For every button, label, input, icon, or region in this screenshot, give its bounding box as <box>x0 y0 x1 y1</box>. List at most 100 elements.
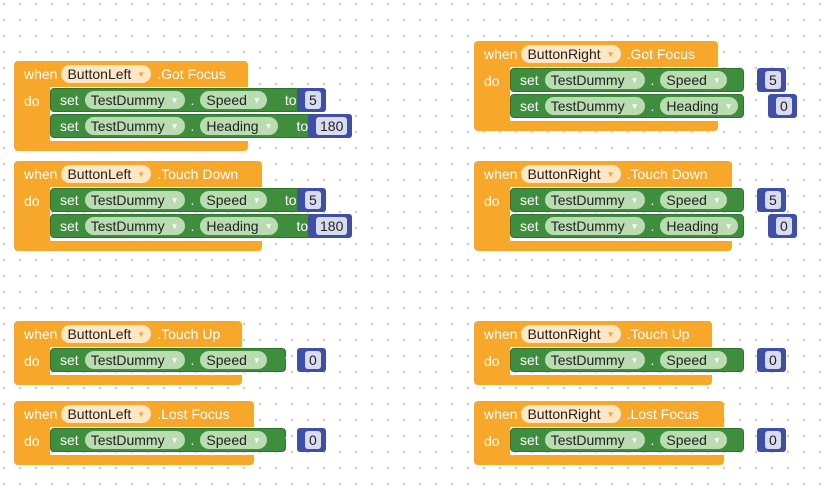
number-field[interactable]: 0 <box>776 217 792 235</box>
target-dropdown[interactable]: TestDummy▼ <box>84 431 185 449</box>
number-field[interactable]: 5 <box>305 191 321 209</box>
number-block[interactable]: 0 <box>757 348 786 372</box>
number-field[interactable]: 0 <box>305 351 321 369</box>
property-dropdown[interactable]: Heading▼ <box>200 217 279 235</box>
property-dropdown[interactable]: Speed▼ <box>200 431 267 449</box>
target-dropdown[interactable]: TestDummy▼ <box>544 71 645 89</box>
target-dropdown[interactable]: TestDummy▼ <box>544 97 645 115</box>
property-dropdown[interactable]: Speed▼ <box>660 351 727 369</box>
property-dropdown[interactable]: Speed▼ <box>200 91 267 109</box>
number-field[interactable]: 180 <box>316 117 348 135</box>
number-field[interactable]: 0 <box>305 431 321 449</box>
number-block[interactable]: 5 <box>757 68 786 92</box>
grid-mark <box>434 18 438 22</box>
component-dropdown[interactable]: ButtonRight▼ <box>521 325 621 343</box>
property-dropdown[interactable]: Speed▼ <box>660 431 727 449</box>
target-dropdown[interactable]: TestDummy▼ <box>544 217 645 235</box>
target-dropdown[interactable]: TestDummy▼ <box>544 431 645 449</box>
grid-mark <box>146 34 150 38</box>
grid-mark <box>466 66 470 70</box>
property-dropdown[interactable]: Heading▼ <box>660 97 739 115</box>
grid-mark <box>802 178 806 182</box>
property-dropdown[interactable]: Speed▼ <box>200 191 267 209</box>
number-field[interactable]: 5 <box>305 91 321 109</box>
number-field[interactable]: 180 <box>316 217 348 235</box>
target-dropdown[interactable]: TestDummy▼ <box>84 91 185 109</box>
number-block[interactable]: 5 <box>297 88 326 112</box>
number-block[interactable]: 180 <box>308 114 353 138</box>
component-dropdown[interactable]: ButtonLeft▼ <box>61 65 152 83</box>
component-dropdown[interactable]: ButtonLeft▼ <box>61 325 152 343</box>
number-field[interactable]: 0 <box>765 351 781 369</box>
do-label: do <box>24 93 40 109</box>
grid-mark <box>322 258 326 262</box>
component-dropdown[interactable]: ButtonRight▼ <box>521 165 621 183</box>
property-dropdown[interactable]: Heading▼ <box>200 117 279 135</box>
number-block[interactable]: 0 <box>297 348 326 372</box>
number-block[interactable]: 0 <box>768 94 797 118</box>
number-field[interactable]: 5 <box>765 191 781 209</box>
property-dropdown[interactable]: Speed▼ <box>660 71 727 89</box>
number-field[interactable]: 0 <box>776 97 792 115</box>
target-dropdown[interactable]: TestDummy▼ <box>84 117 185 135</box>
target-dropdown[interactable]: TestDummy▼ <box>84 351 185 369</box>
target-dropdown[interactable]: TestDummy▼ <box>544 351 645 369</box>
number-block[interactable]: 0 <box>297 428 326 452</box>
number-field[interactable]: 5 <box>765 71 781 89</box>
number-block[interactable]: 180 <box>308 214 353 238</box>
grid-mark <box>722 18 726 22</box>
grid-mark <box>738 322 742 326</box>
grid-mark <box>290 306 294 310</box>
property-dropdown[interactable]: Speed▼ <box>660 191 727 209</box>
property-dropdown[interactable]: Speed▼ <box>200 351 267 369</box>
component-dropdown[interactable]: ButtonLeft▼ <box>61 165 152 183</box>
grid-mark <box>674 466 678 470</box>
grid-mark <box>338 434 342 438</box>
number-block[interactable]: 0 <box>768 214 797 238</box>
grid-mark <box>450 434 454 438</box>
grid-mark <box>754 370 758 374</box>
grid-mark <box>130 2 134 6</box>
component-dropdown[interactable]: ButtonRight▼ <box>521 45 621 63</box>
grid-mark <box>514 386 518 390</box>
number-block[interactable]: 0 <box>757 428 786 452</box>
target-dropdown[interactable]: TestDummy▼ <box>544 191 645 209</box>
grid-mark <box>786 34 790 38</box>
number-block[interactable]: 5 <box>757 188 786 212</box>
target-dropdown[interactable]: TestDummy▼ <box>84 191 185 209</box>
number-block[interactable]: 5 <box>297 188 326 212</box>
grid-mark <box>306 418 310 422</box>
grid-mark <box>114 466 118 470</box>
number-field[interactable]: 0 <box>765 431 781 449</box>
grid-mark <box>322 242 326 246</box>
component-dropdown[interactable]: ButtonRight▼ <box>521 405 621 423</box>
grid-mark <box>418 450 422 454</box>
grid-mark <box>690 18 694 22</box>
component-dropdown[interactable]: ButtonLeft▼ <box>61 405 152 423</box>
property-dropdown[interactable]: Heading▼ <box>660 217 739 235</box>
grid-mark <box>546 466 550 470</box>
grid-mark <box>690 386 694 390</box>
target-dropdown[interactable]: TestDummy▼ <box>84 217 185 235</box>
